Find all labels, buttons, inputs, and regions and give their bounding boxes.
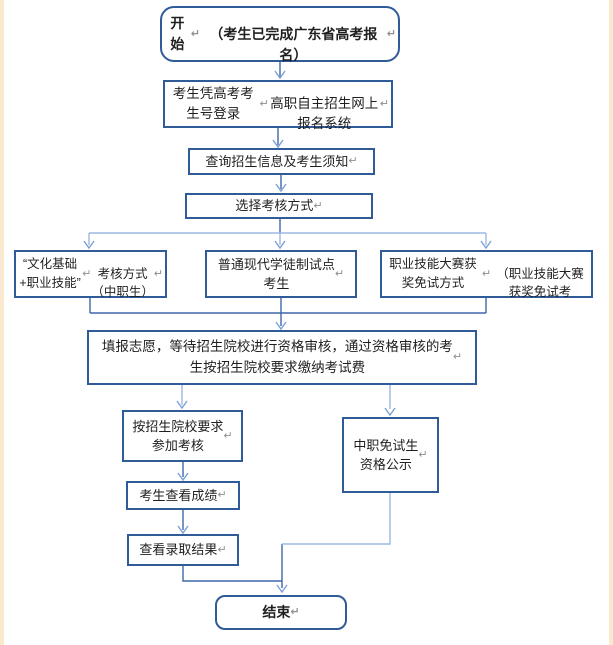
branch-apprentice-node: 普通现代学徒制试点考生↵: [205, 250, 357, 298]
return-mark-icon: ↵: [153, 267, 163, 280]
return-mark-icon: ↵: [348, 155, 358, 168]
return-mark-icon: ↵: [217, 543, 227, 556]
return-mark-icon: ↵: [334, 267, 345, 280]
branch-culture-skill-node: “文化基础+职业技能”↵考核方式（中职生）↵: [14, 250, 167, 299]
choose-method-node: 选择考核方式↵: [185, 193, 373, 219]
return-mark-icon: ↵: [290, 606, 300, 619]
fill-volunteer-node: 填报志愿，等待招生院校进行资格审核，通过资格审核的考生按招生院校要求缴纳考试费↵: [87, 330, 477, 385]
return-mark-icon: ↵: [223, 429, 233, 442]
view-result-node: 查看录取结果↵: [127, 534, 239, 566]
arrowheads: [83, 70, 492, 594]
end-node: 结束↵: [215, 595, 347, 630]
return-mark-icon: ↵: [313, 199, 323, 212]
return-mark-icon: ↵: [452, 351, 463, 364]
view-score-node: 考生查看成绩↵: [126, 481, 240, 510]
return-mark-icon: ↵: [386, 27, 396, 40]
return-mark-icon: ↵: [82, 267, 92, 280]
exemption-publicity-node: 中职免试生资格公示↵: [342, 417, 439, 493]
page-edge-left: [0, 0, 4, 645]
return-mark-icon: ↵: [217, 489, 227, 502]
connector-shafts-dark: [89, 62, 487, 588]
login-system-node: 考生凭高考考生号登录↵高职自主招生网上报名系统↵: [163, 80, 393, 131]
return-mark-icon: ↵: [190, 27, 200, 40]
attend-exam-node: 按招生院校要求参加考核↵: [122, 410, 243, 462]
return-mark-icon: ↵: [379, 97, 389, 110]
query-info-node: 查询招生信息及考生须知↵: [188, 148, 375, 175]
start-node: 开始↵（考生已完成广东省高考报名）↵: [160, 6, 400, 63]
connector-shafts-light: [88, 232, 487, 545]
return-mark-icon: ↵: [418, 448, 428, 461]
page-edge-right: [609, 0, 613, 645]
return-mark-icon: ↵: [481, 267, 492, 280]
return-mark-icon: ↵: [259, 97, 269, 110]
branch-skill-contest-node: 职业技能大赛获奖免试方式↵（职业技能大赛获奖免试考: [380, 250, 593, 299]
